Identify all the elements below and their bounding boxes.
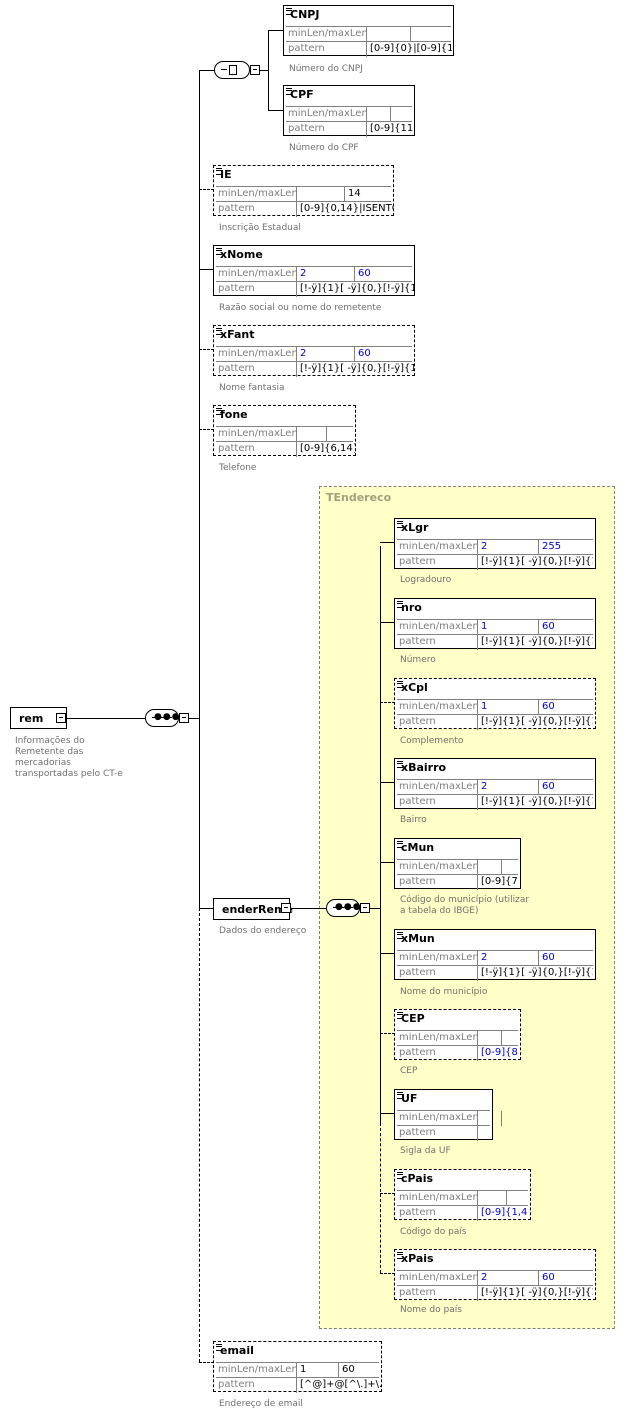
element-description: Número do CPF — [289, 143, 359, 153]
element-name: CEP — [401, 1012, 425, 1025]
collapse-choice-icon[interactable] — [250, 65, 260, 75]
connector-line — [66, 718, 146, 719]
element-description: Código do país — [400, 1227, 467, 1237]
element-description: Endereço de email — [219, 1399, 303, 1409]
connector-line — [380, 1193, 395, 1194]
element-name: xCpl — [401, 681, 428, 694]
type-name: TEndereco — [326, 491, 392, 504]
root-name: rem — [19, 712, 44, 725]
element-name: xFant — [220, 328, 255, 341]
element-cpf[interactable]: CPF minLen/maxLen pattern[0-9]{11} — [283, 85, 415, 137]
connector-line — [380, 862, 395, 863]
collapse-enderreme-icon[interactable] — [281, 903, 291, 913]
connector-line — [380, 1033, 395, 1034]
element-name: fone — [220, 408, 248, 421]
element-cnpj[interactable]: CNPJ minLen/maxLen pattern[0-9]{0}|[0-9]… — [283, 5, 454, 57]
main-spine-line — [199, 70, 200, 908]
element-description: Nome fantasia — [219, 383, 285, 393]
element-name: cPais — [401, 1172, 434, 1185]
connector-line — [380, 702, 395, 703]
element-description: Número do CNPJ — [289, 64, 363, 74]
element-name: email — [220, 1344, 254, 1357]
choice-compositor-icon — [214, 61, 250, 79]
sequence-compositor-icon: ●●● — [326, 899, 361, 917]
address-spine-line — [380, 546, 381, 1123]
element-enderreme[interactable]: enderReme — [213, 898, 293, 920]
connector-line — [380, 622, 395, 623]
element-description: Código do município (utilizar a tabela d… — [400, 895, 530, 916]
element-description: Nome do país — [400, 1305, 462, 1315]
element-name: IE — [220, 168, 232, 181]
element-name: nro — [401, 601, 422, 614]
collapse-sequence-icon[interactable] — [360, 903, 370, 913]
element-description: Dados do endereço — [219, 926, 307, 936]
connector-line — [380, 782, 395, 783]
element-name: xPais — [401, 1252, 434, 1265]
element-name: xBairro — [401, 761, 447, 774]
element-description: Número — [400, 655, 436, 665]
element-name: CPF — [290, 88, 314, 101]
connector-line — [380, 542, 395, 543]
element-name: xLgr — [401, 521, 429, 534]
connector-line — [380, 1273, 395, 1274]
element-description: Bairro — [400, 815, 427, 825]
element-description: Telefone — [219, 463, 257, 473]
element-description: Nome do município — [400, 987, 488, 997]
element-description: Logradouro — [400, 575, 452, 585]
sequence-compositor-icon: ●●● — [145, 709, 180, 727]
connector-line — [380, 1113, 395, 1114]
element-description: Complemento — [400, 736, 464, 746]
element-description: Sigla da UF — [400, 1146, 451, 1156]
connector-line — [380, 953, 395, 954]
element-description: Inscrição Estadual — [219, 223, 301, 233]
element-name: CNPJ — [290, 8, 320, 21]
main-spine-dashed — [199, 908, 200, 1362]
element-name: enderReme — [222, 903, 293, 916]
element-fone[interactable]: fone minLen/maxLen pattern[0-9]{6,14} — [213, 405, 356, 457]
address-spine-dashed — [380, 1123, 381, 1273]
root-element-rem[interactable]: rem — [10, 707, 67, 729]
element-name: xMun — [401, 932, 435, 945]
element-description: CEP — [400, 1066, 418, 1076]
collapse-rem-icon[interactable] — [56, 713, 66, 723]
element-name: xNome — [220, 248, 263, 261]
element-name: cMun — [401, 841, 435, 854]
root-description: Informações do Remetente das mercadorias… — [15, 736, 123, 779]
collapse-sequence-icon[interactable] — [179, 713, 189, 723]
element-description: Razão social ou nome do remetente — [219, 303, 382, 313]
element-name: UF — [401, 1092, 418, 1105]
